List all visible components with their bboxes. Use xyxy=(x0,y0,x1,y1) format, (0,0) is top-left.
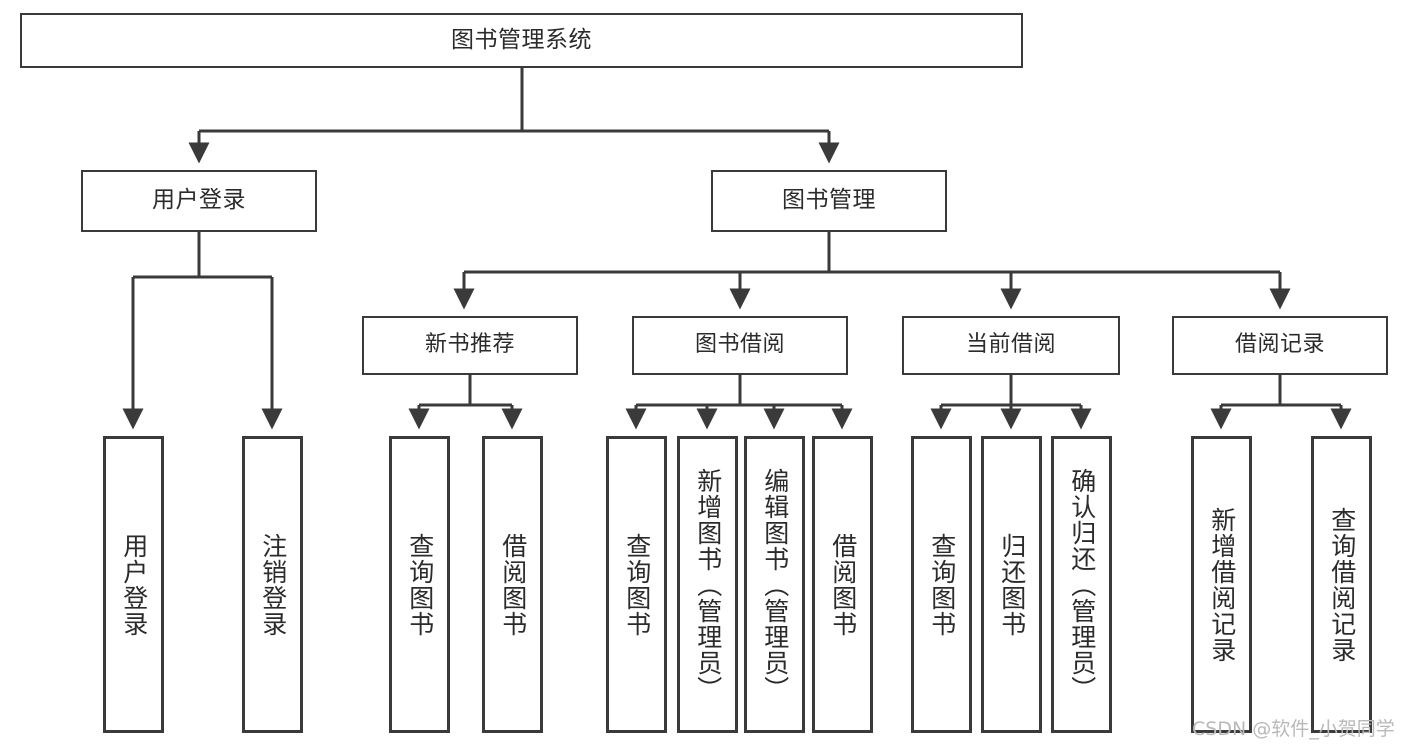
node-label: 图书借阅 xyxy=(694,332,785,358)
leaf-user-login[interactable]: 用户登录 xyxy=(103,436,164,733)
node-label: 借阅图书 xyxy=(498,532,528,637)
node-new-book-recommend[interactable]: 新书推荐 xyxy=(362,316,578,375)
watermark-text: CSDN @软件_小贺同学 xyxy=(1192,718,1395,740)
node-user-login[interactable]: 用户登录 xyxy=(81,170,317,232)
leaf-recommend-query-book[interactable]: 查询图书 xyxy=(389,436,450,733)
node-label: 查询图书 xyxy=(405,532,435,637)
node-book-management[interactable]: 图书管理 xyxy=(711,170,947,232)
leaf-recommend-borrow-book[interactable]: 借阅图书 xyxy=(482,436,543,733)
node-label: 新书推荐 xyxy=(424,332,515,358)
leaf-user-logout[interactable]: 注销登录 xyxy=(242,436,303,733)
node-root-system[interactable]: 图书管理系统 xyxy=(20,13,1023,68)
node-label: 查询图书 xyxy=(622,532,652,637)
leaf-current-confirm-return-admin[interactable]: 确认归还（管理员） xyxy=(1051,436,1112,733)
leaf-current-return-book[interactable]: 归还图书 xyxy=(981,436,1042,733)
node-label: 当前借阅 xyxy=(965,332,1056,358)
leaf-current-query-book[interactable]: 查询图书 xyxy=(911,436,972,733)
leaf-borrow-edit-book-admin[interactable]: 编辑图书（管理员） xyxy=(744,436,805,733)
leaf-borrow-borrow-book[interactable]: 借阅图书 xyxy=(812,436,873,733)
node-label: 确认归还（管理员） xyxy=(1067,467,1097,702)
node-current-borrow[interactable]: 当前借阅 xyxy=(902,316,1120,375)
node-label: 新增图书（管理员） xyxy=(693,467,723,702)
leaf-record-query-record[interactable]: 查询借阅记录 xyxy=(1311,436,1372,733)
node-label: 图书管理 xyxy=(782,187,876,214)
node-label: 新增借阅记录 xyxy=(1207,506,1237,663)
leaf-borrow-add-book-admin[interactable]: 新增图书（管理员） xyxy=(677,436,738,733)
node-label: 用户登录 xyxy=(152,187,246,214)
node-label: 用户登录 xyxy=(119,532,149,637)
leaf-borrow-query-book[interactable]: 查询图书 xyxy=(606,436,667,733)
node-label: 注销登录 xyxy=(258,532,288,637)
node-label: 借阅图书 xyxy=(828,532,858,637)
node-book-borrow[interactable]: 图书借阅 xyxy=(632,316,848,375)
node-label: 编辑图书（管理员） xyxy=(760,467,790,702)
leaf-record-add-record[interactable]: 新增借阅记录 xyxy=(1191,436,1252,733)
node-label: 查询图书 xyxy=(927,532,957,637)
node-borrow-record[interactable]: 借阅记录 xyxy=(1172,316,1388,375)
node-label: 借阅记录 xyxy=(1234,332,1325,358)
node-label: 查询借阅记录 xyxy=(1327,506,1357,663)
node-label: 归还图书 xyxy=(997,532,1027,637)
node-label: 图书管理系统 xyxy=(451,26,592,53)
